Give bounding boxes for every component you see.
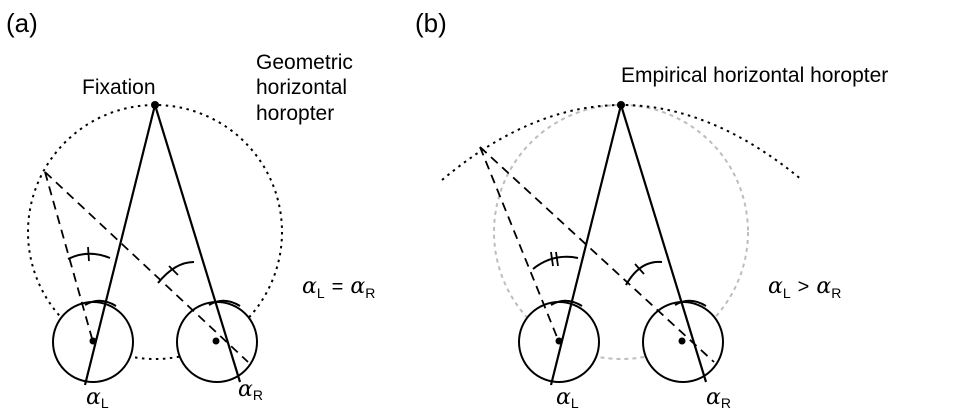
right-eye-angle-label: αR	[238, 377, 263, 403]
left-visual-axis	[549, 104, 623, 386]
panel-b: (b) Empirical horizontal horopter αL>αR	[415, 8, 888, 411]
equation-b: αL>αR	[768, 274, 841, 301]
right-angle-arc	[157, 261, 195, 284]
left-angle-tick-2	[555, 251, 559, 267]
left-eye-node	[555, 337, 563, 345]
right-visual-axis	[619, 104, 708, 383]
geometric-label-line-2: horizontal	[256, 76, 347, 99]
right-eye-node	[212, 337, 220, 345]
right-angle-tick	[168, 265, 179, 276]
left-eye-angle-label: αL	[556, 385, 579, 411]
equation-a: αL=αR	[302, 274, 375, 301]
right-angle-tick	[634, 263, 645, 275]
fixation-label: Fixation	[82, 76, 156, 99]
left-angle-tick-1	[550, 251, 554, 267]
left-eye-cornea	[550, 299, 583, 307]
fixation-point	[617, 101, 625, 109]
panel-a: (a) Fixation Geometric horizontal horopt…	[6, 8, 375, 411]
right-eye-angle-label: αR	[706, 385, 731, 411]
panel-b-tag: (b)	[415, 8, 447, 38]
left-angle-tick	[87, 246, 90, 262]
left-eye-node	[89, 337, 97, 345]
right-peripheral-line	[44, 171, 249, 363]
geometric-horopter-circle	[27, 104, 283, 360]
geometric-horopter-circle-faded	[493, 104, 749, 360]
geometric-label-line-3: horopter	[256, 102, 334, 125]
right-eye-cornea	[674, 299, 707, 307]
left-eye-cornea	[84, 299, 117, 307]
right-visual-axis	[153, 104, 242, 383]
right-angle-arc	[625, 260, 663, 286]
geometric-label-line-1: Geometric	[256, 51, 353, 74]
left-eye-angle-label: αL	[86, 385, 109, 411]
right-eye-cornea	[208, 299, 241, 307]
panel-a-tag: (a)	[6, 8, 38, 38]
empirical-horopter-label: Empirical horizontal horopter	[621, 64, 888, 87]
left-peripheral-line	[479, 146, 560, 343]
right-eye-node	[678, 337, 686, 345]
right-peripheral-line	[479, 146, 715, 363]
left-visual-axis	[83, 104, 157, 386]
left-angle-arc	[532, 255, 579, 270]
fixation-point	[151, 101, 159, 109]
empirical-horopter-arc	[441, 104, 803, 181]
